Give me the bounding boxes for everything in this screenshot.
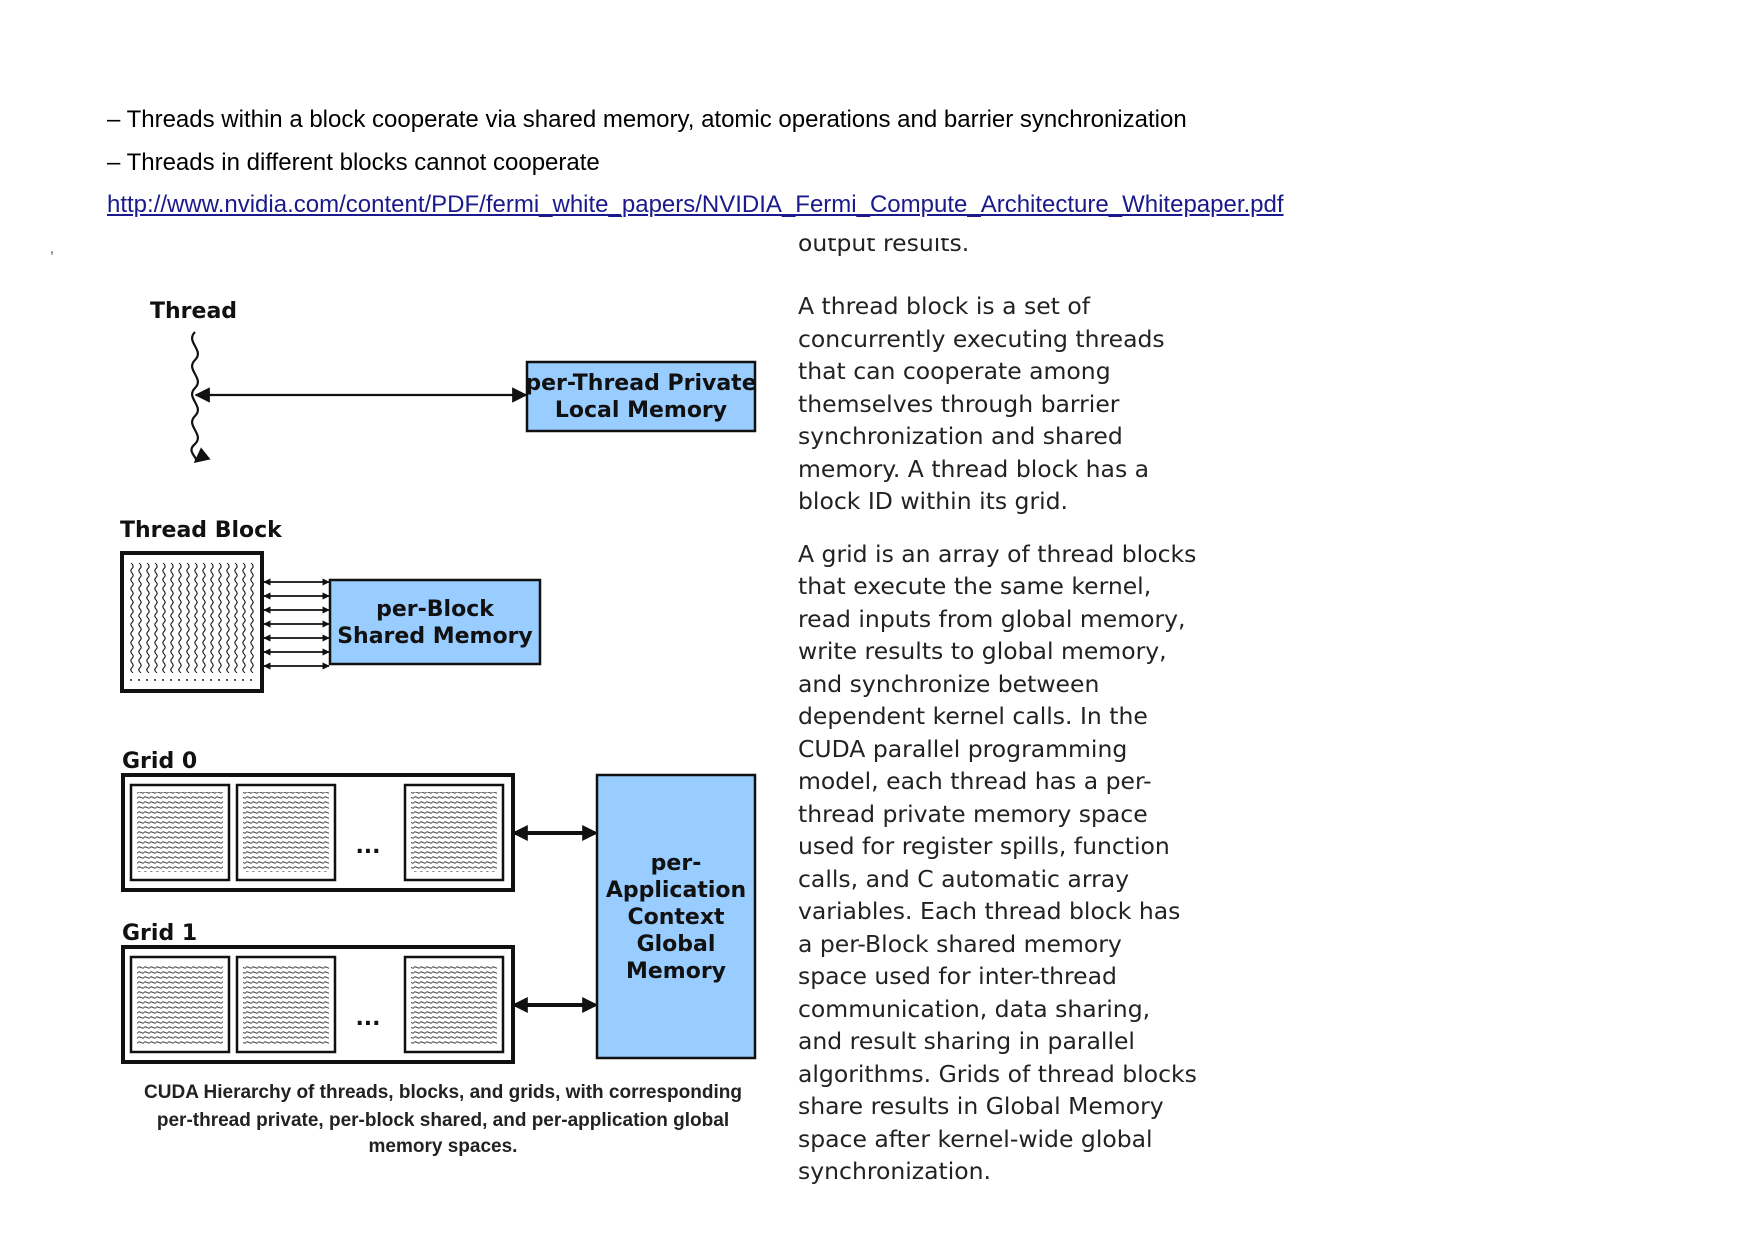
cut-off-text: output results. <box>798 238 970 257</box>
thread-memory-line2: Local Memory <box>555 398 727 423</box>
caption-line1: CUDA Hierarchy of threads, blocks, and g… <box>144 1082 742 1103</box>
grid-paragraph: A grid is an array of thread blocks that… <box>798 539 1197 1186</box>
grid0-label: Grid 0 <box>122 749 197 774</box>
cut-off-line: output results. <box>798 238 1198 260</box>
stray-mark: , <box>50 240 54 256</box>
cuda-hierarchy-diagram: Thread per-Thread Private Local Memory T… <box>120 299 757 1157</box>
thread-local-memory-box <box>525 360 757 433</box>
block-memory-arrows <box>263 578 330 670</box>
thread-wavy-line <box>190 331 211 463</box>
block-shared-memory-box <box>328 578 542 666</box>
global-memory-line2: Application <box>606 878 746 903</box>
explanation-column: output results. A thread block is a set … <box>798 238 1198 1188</box>
grid0-ellipsis: ... <box>355 834 380 859</box>
caption-line2: per-thread private, per-block shared, an… <box>157 1110 729 1131</box>
global-memory-line3: Context <box>627 905 725 930</box>
global-memory-line5: Memory <box>626 959 726 984</box>
global-memory-line1: per- <box>651 851 702 876</box>
global-memory-box <box>595 773 757 1060</box>
global-memory-line4: Global <box>637 932 716 957</box>
grid1-label: Grid 1 <box>122 921 197 946</box>
thread-label: Thread <box>150 299 237 324</box>
thread-block-threads <box>130 563 254 673</box>
grid1-ellipsis: ... <box>355 1006 380 1031</box>
bullet-block-cooperation: – Threads within a block cooperate via s… <box>107 106 1187 133</box>
grid1-blocks <box>129 955 505 1054</box>
whitepaper-link[interactable]: http://www.nvidia.com/content/PDF/fermi_… <box>107 191 1284 218</box>
block-memory-line2: Shared Memory <box>337 624 533 649</box>
thread-block-label: Thread Block <box>120 518 283 543</box>
bullet-no-cross-block: – Threads in different blocks cannot coo… <box>107 149 600 176</box>
caption-line3: memory spaces. <box>369 1136 518 1157</box>
grid0-blocks <box>129 783 505 882</box>
thread-memory-line1: per-Thread Private <box>525 371 756 396</box>
block-memory-line1: per-Block <box>376 597 495 622</box>
thread-block-paragraph: A thread block is a set of concurrently … <box>798 292 1165 515</box>
